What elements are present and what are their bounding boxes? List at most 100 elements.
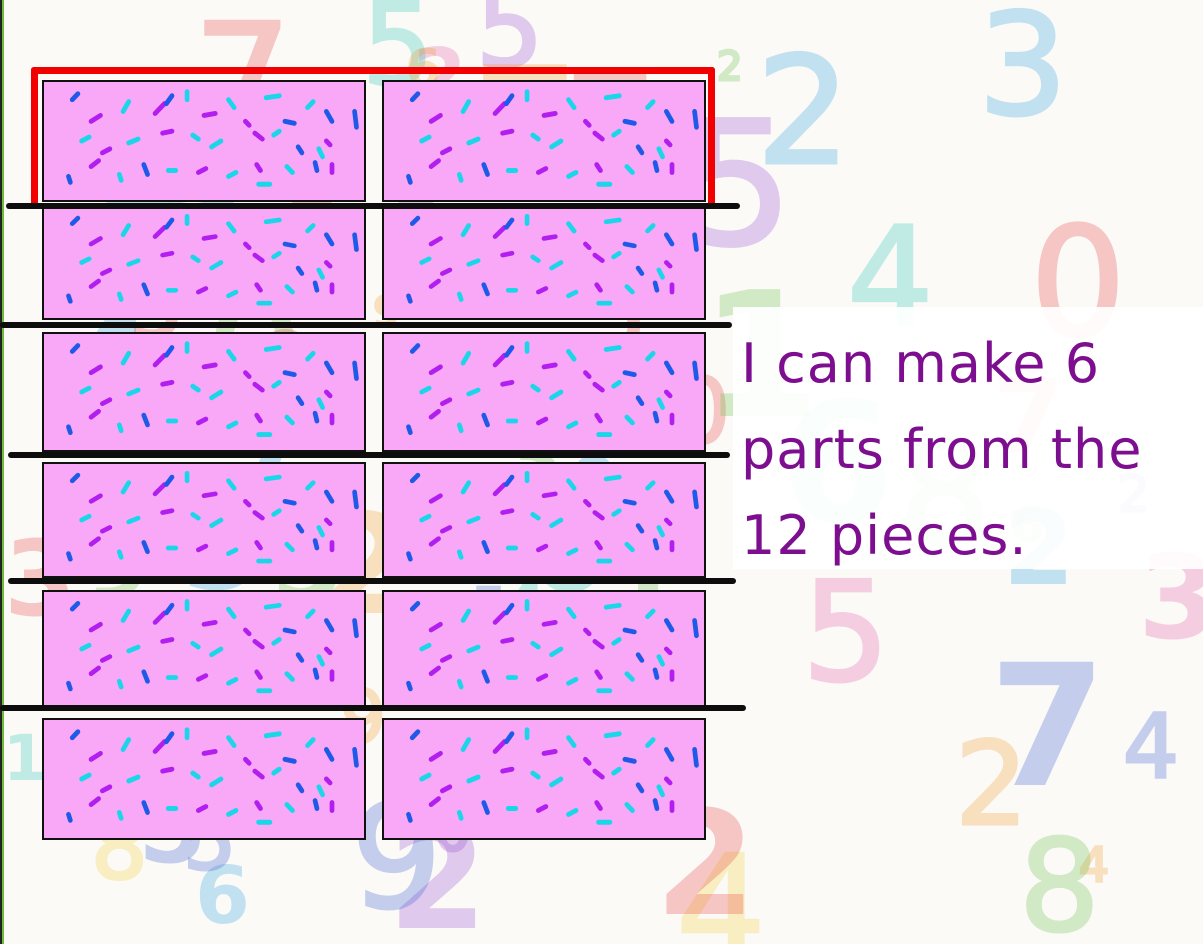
sprinkle — [82, 775, 90, 779]
sprinkle — [412, 732, 418, 738]
sprinkle — [568, 481, 574, 488]
sprinkle — [166, 477, 172, 484]
sprinkle — [204, 494, 215, 496]
sprinkle — [274, 640, 280, 644]
sprinkle — [212, 649, 221, 655]
sprinkle — [204, 622, 215, 624]
sprinkle — [625, 759, 634, 761]
sprinkle — [538, 546, 546, 550]
sprinkle — [666, 750, 672, 760]
sprinkle — [193, 386, 199, 390]
sprinkle — [123, 353, 129, 363]
sprinkle — [72, 475, 78, 481]
sprinkle — [326, 649, 330, 653]
sprinkle — [484, 165, 488, 175]
chocolate-piece — [382, 332, 706, 452]
sprinkle — [695, 750, 697, 766]
sprinkle — [68, 427, 70, 433]
sprinkle — [193, 773, 199, 777]
sprinkle — [638, 268, 642, 274]
sprinkle — [285, 373, 294, 375]
sprinkle — [503, 382, 512, 384]
sprinkle — [659, 400, 663, 408]
sprinkle — [72, 218, 78, 224]
sprinkle — [506, 96, 512, 104]
sprinkle — [431, 411, 439, 417]
sprinkle — [129, 139, 138, 143]
sprinkle — [648, 740, 654, 746]
sprinkle — [144, 415, 148, 425]
sprinkle — [193, 643, 199, 647]
sprinkle — [538, 288, 546, 292]
sprinkle — [431, 281, 439, 287]
caption-box: I can make 6 parts from the 12 pieces. — [733, 307, 1203, 569]
sprinkle — [659, 527, 663, 534]
sprinkle — [68, 683, 70, 689]
sprinkle — [315, 670, 317, 678]
sprinkle — [315, 801, 317, 809]
sprinkle — [193, 257, 199, 261]
sprinkle — [606, 96, 619, 98]
sprinkle — [274, 769, 280, 773]
sprinkle — [597, 165, 601, 171]
sprinkle — [595, 513, 603, 519]
sprinkles — [384, 207, 704, 318]
sprinkle — [102, 657, 110, 661]
sprinkles — [44, 334, 364, 450]
sprinkle — [627, 544, 633, 550]
sprinkle — [123, 226, 129, 235]
sprinkle — [129, 518, 138, 522]
sprinkle — [163, 382, 172, 384]
caption-line-1: I can make 6 — [741, 332, 1100, 395]
sprinkle — [463, 353, 469, 363]
sprinkle — [655, 413, 657, 421]
sprinkle — [144, 803, 148, 813]
sprinkle — [585, 373, 589, 377]
sprinkle — [442, 149, 450, 153]
sprinkle — [627, 674, 633, 680]
sprinkle — [595, 133, 603, 139]
sprinkle — [552, 779, 561, 785]
sprinkle — [568, 224, 574, 231]
sprinkle — [422, 645, 430, 649]
sprinkle — [585, 244, 589, 248]
sprinkle — [614, 511, 620, 515]
sprinkle — [655, 283, 657, 290]
sprinkle — [287, 417, 293, 423]
sprinkle — [484, 285, 488, 294]
background-numeral: 2 — [955, 728, 1028, 843]
sprinkle — [91, 539, 99, 545]
sprinkles — [44, 720, 364, 838]
sprinkle — [625, 501, 634, 503]
sprinkle — [102, 149, 110, 153]
sprinkle — [274, 131, 280, 135]
sprinkle — [212, 141, 221, 147]
sprinkle — [144, 672, 148, 682]
sprinkle — [625, 121, 634, 123]
sprinkle — [431, 668, 439, 674]
sprinkle — [102, 787, 110, 791]
sprinkle — [228, 172, 236, 176]
caption-text: I can make 6 parts from the 12 pieces. — [741, 321, 1196, 579]
sprinkle — [422, 775, 430, 779]
sprinkle — [308, 740, 314, 746]
sprinkle — [285, 121, 294, 123]
sprinkles — [44, 207, 364, 318]
sprinkle — [68, 814, 70, 820]
sprinkle — [552, 392, 561, 398]
sprinkle — [495, 227, 504, 236]
sprinkle — [198, 676, 206, 680]
sprinkle — [638, 147, 642, 153]
sprinkle — [245, 373, 249, 377]
sprinkle — [638, 526, 642, 532]
sprinkle — [408, 427, 410, 433]
chocolate-piece — [42, 462, 366, 578]
sprinkle — [155, 613, 164, 623]
sprinkle — [228, 550, 236, 554]
sprinkle — [459, 812, 461, 818]
sprinkle — [255, 384, 263, 390]
sprinkle — [568, 292, 576, 296]
sprinkle — [666, 235, 672, 244]
sprinkle — [533, 257, 539, 261]
sprinkle — [91, 238, 100, 244]
